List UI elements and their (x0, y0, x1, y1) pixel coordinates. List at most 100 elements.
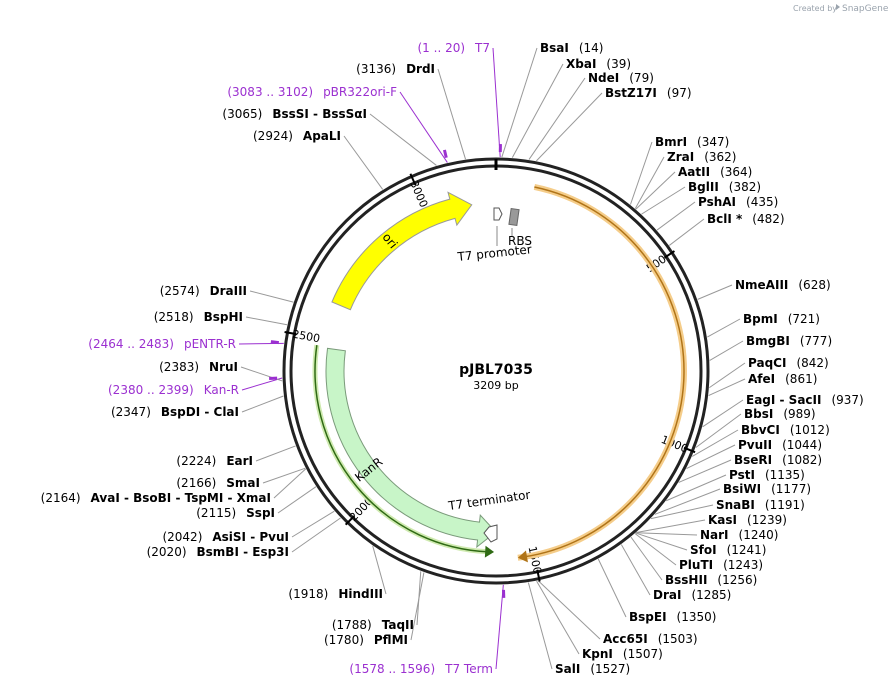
site-name: BssHII (665, 573, 707, 587)
restriction-site-label[interactable]: PvuII(1044) (738, 438, 822, 452)
primer-label[interactable]: (1 .. 20)T7 (418, 41, 491, 55)
site-text: BpmI(721) (743, 312, 820, 326)
restriction-site-label[interactable]: BmrI(347) (655, 135, 729, 149)
restriction-site-label[interactable]: AfeI(861) (748, 372, 817, 386)
restriction-site-label[interactable]: (3136)DrdI (356, 62, 435, 76)
site-name: AvaI - BsoBI - TspMI - XmaI (91, 491, 271, 505)
restriction-site-label[interactable]: EagI - SacII(937) (746, 393, 864, 407)
restriction-site-label[interactable]: (2383)NruI (159, 360, 238, 374)
rbs-box[interactable] (508, 207, 520, 227)
restriction-site-label[interactable]: PshAI(435) (698, 195, 778, 209)
restriction-site-label[interactable]: (2518)BspHI (154, 310, 243, 324)
restriction-site-label[interactable]: BpmI(721) (743, 312, 820, 326)
leader-line (245, 316, 288, 326)
restriction-site-label[interactable]: ZraI(362) (667, 150, 736, 164)
restriction-site-label[interactable]: (2020)BsmBI - Esp3I (147, 545, 289, 559)
site-position: (39) (606, 57, 631, 71)
site-position: (2380 .. 2399) (108, 383, 194, 397)
site-text: BssHII(1256) (665, 573, 757, 587)
restriction-site-label[interactable]: (2164)AvaI - BsoBI - TspMI - XmaI (41, 491, 271, 505)
site-text: (2380 .. 2399) Kan-R (108, 383, 239, 397)
site-text: SalI(1527) (555, 662, 630, 676)
site-text: BbsI(989) (744, 407, 816, 421)
restriction-site-label[interactable]: (2574)DraIII (160, 284, 247, 298)
site-position: (3065) (222, 107, 262, 121)
site-position: (347) (697, 135, 729, 149)
restriction-site-label[interactable]: BmgBI(777) (746, 334, 832, 348)
site-name: Kan-R (204, 383, 239, 397)
restriction-site-label[interactable]: SalI(1527) (555, 662, 630, 676)
site-name: BsmBI - Esp3I (197, 545, 289, 559)
restriction-site-label[interactable]: BstZ17I(97) (605, 86, 692, 100)
restriction-site-label[interactable]: (2115)SspI (196, 506, 275, 520)
restriction-site-label[interactable]: BclI *(482) (707, 212, 785, 226)
restriction-site-label[interactable]: (2042)AsiSI - PvuI (162, 530, 289, 544)
site-text: BsaI(14) (540, 41, 604, 55)
site-position: (1503) (658, 632, 698, 646)
leader-lines (238, 47, 746, 670)
orange-arc-feature[interactable] (517, 184, 687, 561)
restriction-site-label[interactable]: BsiWI(1177) (723, 482, 811, 496)
restriction-site-label[interactable]: (1788)TaqII (332, 618, 414, 632)
primer-label[interactable]: (3083 .. 3102)pBR322ori-F (227, 85, 397, 99)
restriction-site-label[interactable]: PstI(1135) (729, 468, 805, 482)
leader-line (697, 284, 733, 300)
restriction-site-label[interactable]: BseRI(1082) (734, 453, 822, 467)
primer-label[interactable]: (2380 .. 2399) Kan-R (108, 383, 239, 397)
site-position: (3083 .. 3102) (227, 85, 313, 99)
restriction-site-label[interactable]: Acc65I(1503) (603, 632, 698, 646)
restriction-site-label[interactable]: (2166)SmaI (176, 476, 260, 490)
restriction-site-label[interactable]: (1780)PflMI (324, 633, 408, 647)
restriction-site-label[interactable]: DraI(1285) (653, 588, 731, 602)
site-text: (2164)AvaI - BsoBI - TspMI - XmaI (41, 491, 271, 505)
site-text: NarI(1240) (700, 528, 778, 542)
site-name: NruI (209, 360, 238, 374)
site-text: (2224)EarI (176, 454, 253, 468)
restriction-site-label[interactable]: KasI(1239) (708, 513, 787, 527)
restriction-site-label[interactable]: (3065)BssSI - BssSαI (222, 107, 367, 121)
site-text: (1 .. 20)T7 (418, 41, 491, 55)
site-position: (382) (729, 180, 761, 194)
restriction-site-label[interactable]: NdeI(79) (588, 71, 654, 85)
restriction-site-label[interactable]: BbsI(989) (744, 407, 816, 421)
restriction-site-label[interactable]: BglII(382) (688, 180, 761, 194)
leader-line (709, 362, 746, 389)
t7-terminator-icon[interactable] (483, 524, 498, 543)
restriction-site-label[interactable]: SnaBI(1191) (716, 498, 805, 512)
primer-label[interactable]: (2464 .. 2483)pENTR-R (88, 337, 236, 351)
restriction-site-label[interactable]: PluTI(1243) (679, 558, 763, 572)
site-position: (97) (667, 86, 692, 100)
restriction-site-label[interactable]: (1918)HindIII (288, 587, 383, 601)
leader-line (437, 68, 466, 160)
site-text: BmgBI(777) (746, 334, 832, 348)
leader-line (620, 544, 651, 596)
restriction-site-label[interactable]: (2347)BspDI - ClaI (111, 405, 239, 419)
restriction-site-label[interactable]: BsaI(14) (540, 41, 604, 55)
site-position: (2574) (160, 284, 200, 298)
restriction-site-label[interactable]: PaqCI(842) (748, 356, 829, 370)
restriction-site-label[interactable]: (2924)ApaLI (253, 129, 341, 143)
leader-line (399, 91, 448, 163)
restriction-site-label[interactable]: AatII(364) (678, 165, 752, 179)
restriction-site-label[interactable]: SfoI(1241) (690, 543, 766, 557)
primer-label[interactable]: (1578 .. 1596)T7 Term (349, 662, 493, 676)
restriction-site-label[interactable]: NmeAIII(628) (735, 278, 831, 292)
restriction-site-label[interactable]: KpnI(1507) (582, 647, 663, 661)
t7-terminator-label: T7 terminator (446, 488, 531, 514)
restriction-site-label[interactable]: XbaI(39) (566, 57, 631, 71)
site-name: PstI (729, 468, 755, 482)
restriction-site-label[interactable]: (2224)EarI (176, 454, 253, 468)
restriction-site-label[interactable]: BbvCI(1012) (741, 423, 830, 437)
site-position: (482) (752, 212, 784, 226)
t7-promoter-arrow-icon[interactable] (493, 207, 503, 221)
site-position: (3136) (356, 62, 396, 76)
watermark-created-by: Created by (793, 4, 837, 13)
restriction-site-label[interactable]: BssHII(1256) (665, 573, 757, 587)
tick-mark (683, 446, 696, 454)
site-text: (2383)NruI (159, 360, 238, 374)
restriction-site-label[interactable]: BspEI(1350) (629, 610, 716, 624)
ori-feature-arrow[interactable] (331, 191, 473, 311)
leader-line (273, 468, 307, 499)
restriction-site-label[interactable]: NarI(1240) (700, 528, 778, 542)
